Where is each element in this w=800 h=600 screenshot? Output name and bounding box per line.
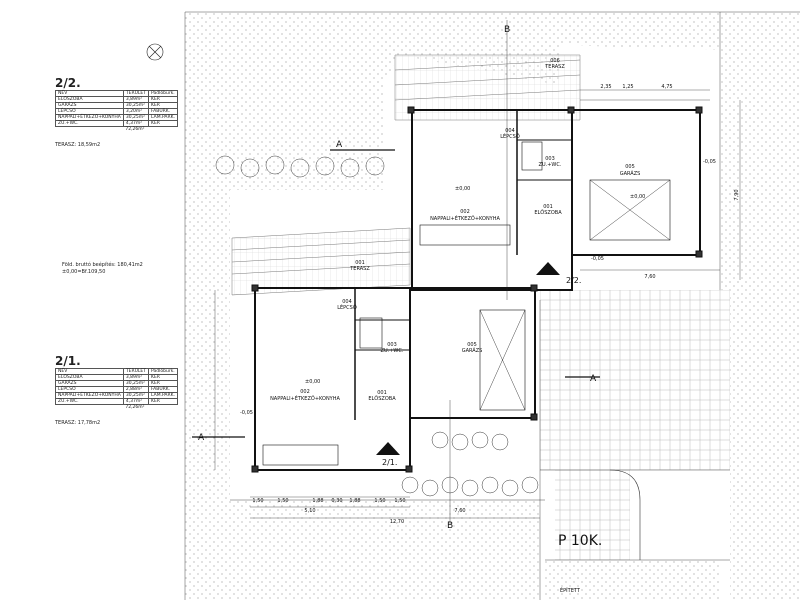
room-name: TERASZ — [349, 266, 370, 272]
room-num: 003 — [545, 156, 555, 162]
svg-text:1,50: 1,50 — [277, 498, 288, 504]
svg-text:-0,05: -0,05 — [703, 159, 716, 165]
room-num: 004 — [342, 299, 352, 305]
room-num: 001 — [543, 204, 553, 210]
room-num: 003 — [387, 342, 397, 348]
room-name: NAPPALI+ÉTKEZŐ+KONYHA — [270, 394, 340, 402]
section-label-b-bottom: B — [447, 521, 453, 531]
datum-note: ±0,00=Bf.109,50 — [62, 269, 106, 275]
room-name: LÉPCSŐ — [500, 132, 520, 140]
room-name: TERASZ — [544, 64, 565, 70]
room-labels: 002 NAPPALI+ÉTKEZŐ+KONYHA 005 GARÁZS 004… — [270, 58, 640, 402]
svg-text:4,75: 4,75 — [661, 84, 672, 90]
table-total-row: 72,26m² — [125, 405, 145, 410]
svg-text:1,50: 1,50 — [374, 498, 385, 504]
room-num: 005 — [467, 342, 477, 348]
parking-curb — [609, 469, 641, 560]
room-name: ZU.+WC. — [381, 348, 404, 354]
room-name: LÉPCSŐ — [337, 303, 357, 311]
unit-label-2-1: 2/1. — [382, 458, 397, 467]
room-num: 006 — [550, 58, 560, 64]
svg-text:7,60: 7,60 — [454, 508, 465, 514]
room-num: 005 — [625, 164, 635, 170]
section-cuts — [192, 149, 600, 438]
parking-sublabel: ÉPÍTETT — [560, 586, 581, 594]
section-label-a-top: A — [336, 140, 343, 150]
site-note: Föld. bruttó beépítés: 180,41m2 ±0,00=Bf… — [62, 262, 143, 276]
room-num: 001 — [355, 260, 365, 266]
dimension-texts: 1,50 1,50 1,88 0,30 1,88 1,50 1,50 5,10 … — [252, 84, 740, 525]
room-num: 002 — [300, 389, 310, 395]
svg-text:-0,05: -0,05 — [240, 410, 253, 416]
svg-text:±0,00: ±0,00 — [305, 379, 320, 385]
room-name: NAPPALI+ÉTKEZŐ+KONYHA — [430, 214, 500, 222]
svg-text:0,30: 0,30 — [331, 498, 342, 504]
gross-area-note: Föld. bruttó beépítés: 180,41m2 — [62, 262, 143, 268]
shrub-row — [215, 155, 539, 497]
room-num: 002 — [460, 209, 470, 215]
svg-text:1,50: 1,50 — [252, 498, 263, 504]
room-name: ZU.+WC. — [539, 162, 562, 168]
svg-text:±0,00: ±0,00 — [455, 186, 470, 192]
unit-label-2-2: 2/2. — [566, 276, 581, 285]
parking-label: P 10K. — [558, 533, 602, 549]
section-label-a-right: A — [590, 374, 597, 384]
grid-axes — [184, 11, 800, 600]
svg-text:7,90: 7,90 — [734, 189, 740, 200]
svg-text:1,88: 1,88 — [312, 498, 323, 504]
room-name: ELŐSZOBA — [368, 395, 396, 402]
room-num: 004 — [505, 128, 515, 134]
table-title: 2/1. — [55, 354, 81, 368]
table-title: 2/2. — [55, 76, 81, 90]
section-arrows — [376, 262, 560, 455]
svg-text:12,70: 12,70 — [390, 519, 404, 525]
svg-text:7,60: 7,60 — [644, 274, 655, 280]
svg-text:-0,05: -0,05 — [591, 256, 604, 262]
room-num: 001 — [377, 390, 387, 396]
svg-text:5,10: 5,10 — [304, 508, 315, 514]
section-label-b-top: B — [504, 25, 510, 35]
north-arrow-icon — [146, 43, 164, 61]
section-label-a-bottom: A — [198, 433, 205, 443]
building-walls — [251, 106, 703, 473]
terrace-decking — [231, 54, 581, 296]
table-total-row: 72,26m² — [125, 127, 145, 132]
svg-text:1,25: 1,25 — [622, 84, 633, 90]
svg-text:1,88: 1,88 — [349, 498, 360, 504]
room-name: ELŐSZOBA — [534, 209, 562, 216]
room-name: GARÁZS — [620, 170, 641, 177]
room-name: GARÁZS — [462, 347, 483, 354]
svg-text:2,35: 2,35 — [600, 84, 611, 90]
svg-text:±0,00: ±0,00 — [630, 194, 645, 200]
terrace-area: TERASZ: 17,78m2 — [55, 420, 101, 426]
dimension-lines — [214, 89, 741, 519]
level-marks: ±0,00 ±0,00 ±0,00 -0,05 -0,05 -0,05 — [240, 159, 716, 416]
terrace-area: TERASZ: 18,59m2 — [55, 142, 101, 148]
svg-text:1,50: 1,50 — [394, 498, 405, 504]
